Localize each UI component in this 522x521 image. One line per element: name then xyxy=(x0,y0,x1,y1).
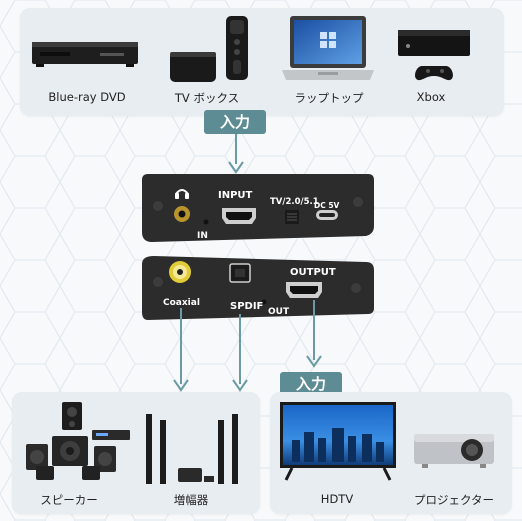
device-front-panel xyxy=(142,174,374,242)
input-arrow xyxy=(228,134,244,174)
amplifier-icon xyxy=(146,414,238,484)
output-port-label: OUTPUT xyxy=(290,267,336,278)
spdif-label: SPDIF xyxy=(230,301,264,312)
input-badge: 入力 xyxy=(204,110,266,134)
laptop-icon xyxy=(282,16,374,80)
bluray-player-icon xyxy=(32,42,138,67)
xbox-console-icon xyxy=(398,30,470,81)
power-label: DC 5V xyxy=(314,201,340,210)
output-device-label-hdtv: HDTV xyxy=(320,492,354,506)
tv-box-icon xyxy=(170,16,248,82)
out-label: OUT xyxy=(268,307,290,317)
output-device-label-amplifier: 増幅器 xyxy=(173,493,209,507)
input-device-label-tvbox: TV ボックス xyxy=(174,91,240,105)
output-device-label-projector: プロジェクター xyxy=(413,493,495,507)
in-label: IN xyxy=(197,231,208,241)
input-device-label-xbox: Xbox xyxy=(416,90,446,104)
audio-mode-switch-label: TV/2.0/5.1 xyxy=(270,197,319,207)
coaxial-label: Coaxial xyxy=(163,298,200,308)
input-device-label-laptop: ラップトップ xyxy=(294,91,364,105)
projector-icon xyxy=(414,434,494,468)
output-device-label-speaker: スピーカー xyxy=(40,493,98,507)
input-port-label: INPUT xyxy=(218,190,253,201)
hdtv-icon xyxy=(280,402,396,481)
device-back-panel xyxy=(142,256,374,320)
speaker-system-icon xyxy=(26,402,130,480)
input-device-label-bluray: Blue-ray DVD xyxy=(48,90,126,104)
